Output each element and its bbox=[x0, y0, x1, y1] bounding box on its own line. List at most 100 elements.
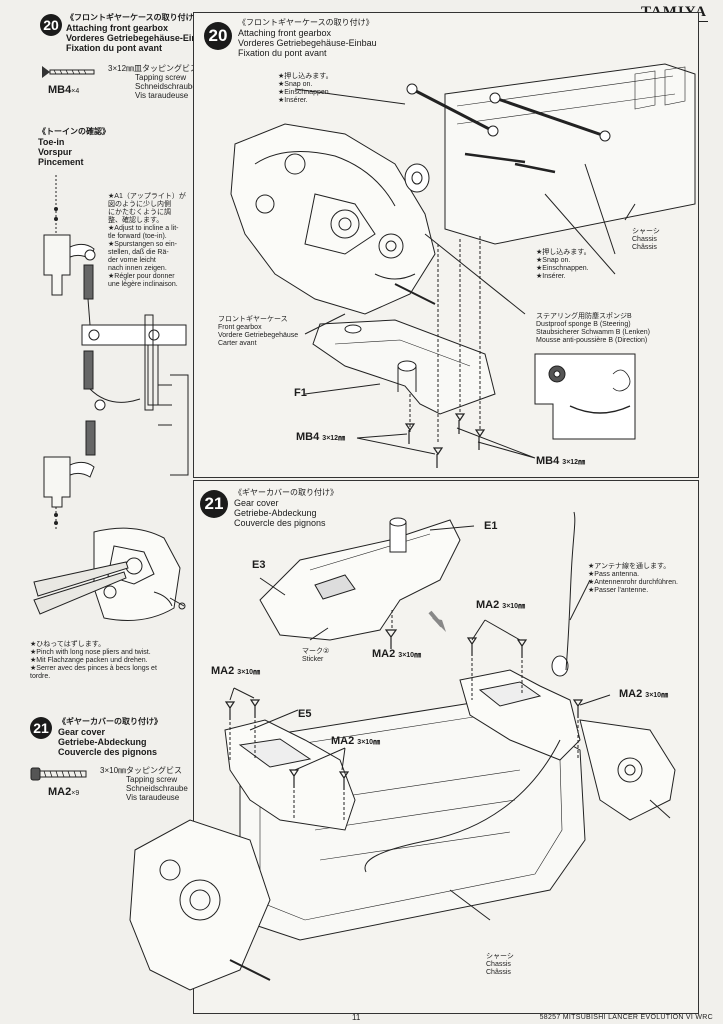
page-number: 11 bbox=[352, 1013, 361, 1022]
panel21-title-en: Gear cover bbox=[234, 498, 279, 508]
panel20-mb4-left: MB4 3×12㎜ bbox=[296, 431, 345, 443]
part-e3-label: E3 bbox=[252, 559, 266, 571]
panel21-ma2-right: MA2 3×10㎜ bbox=[619, 688, 668, 700]
panel21-ma2-center: MA2 3×10㎜ bbox=[372, 648, 421, 660]
antenna-note-fr: ★Passer l'antenne. bbox=[588, 587, 649, 594]
footer-model-title: 58257 MITSUBISHI LANCER EVOLUTION VI WRC bbox=[539, 1014, 713, 1021]
panel21-ma2-center-dim: 3×10㎜ bbox=[398, 652, 422, 659]
toe-in-title: 《トーインの確認》 Toe-in Vorspur Pincement bbox=[38, 127, 110, 167]
panel21-ma2-top: MA2 3×10㎜ bbox=[476, 599, 525, 611]
panel21-chassis-jp: シャーシ bbox=[486, 953, 514, 960]
panel20-sponge-fr: Mousse anti-poussière B (Direction) bbox=[536, 337, 648, 344]
panel20-title-jp: 《フロントギヤーケースの取り付け》 bbox=[238, 18, 374, 27]
panel20-mb4-left-dim: 3×12㎜ bbox=[322, 435, 346, 442]
panel20-sponge-de: Staubsicherer Schwamm B (Lenken) bbox=[536, 329, 650, 336]
toe-in-note-fr-0: ★Régler pour donner bbox=[108, 273, 175, 280]
left-step21-title: 《ギヤーカバーの取り付け》 Gear cover Getriebe-Abdeck… bbox=[58, 717, 162, 757]
left-mb4-desc: 3×12㎜皿タッピングビス Tapping screw Schneidschra… bbox=[108, 64, 198, 100]
left-step20-title-de: Vorderes Getriebegehäuse-Einbau bbox=[66, 33, 213, 43]
panel21-ma2-left: MA2 3×10㎜ bbox=[211, 665, 260, 677]
sticker-label: マーク② Sticker bbox=[302, 648, 329, 664]
panel21-ma2-center-code: MA2 bbox=[372, 648, 396, 660]
panel20-snap-on-top-fr: ★Insérer. bbox=[278, 97, 308, 104]
panel20-chassis-en: Chassis bbox=[632, 236, 657, 243]
panel20-gearbox-fr: Carter avant bbox=[218, 340, 257, 347]
panel20-gearbox-label: フロントギヤーケース Front gearbox Vordere Getrieb… bbox=[218, 316, 298, 348]
pliers-note-fr-1: tordre. bbox=[30, 673, 51, 680]
panel20-sponge-label: ステアリング用防塵スポンジB Dustproof sponge B (Steer… bbox=[536, 313, 650, 345]
mb4-screw-icon bbox=[42, 66, 100, 78]
left-step21-title-jp: 《ギヤーカバーの取り付け》 bbox=[58, 717, 162, 726]
toe-in-title-fr: Pincement bbox=[38, 157, 84, 167]
toe-in-note-de-1: stellen, daß die Rä- bbox=[108, 249, 169, 256]
toe-in-note-en-1: tle forward (toe-in). bbox=[108, 233, 167, 240]
left-ma2-desc-en: Tapping screw bbox=[126, 775, 178, 784]
left-ma2-desc: 3×10㎜タッピングビス Tapping screw Schneidschrau… bbox=[100, 766, 188, 802]
left-mb4-code: MB4 bbox=[48, 84, 72, 96]
panel20-title-en: Attaching front gearbox bbox=[238, 28, 332, 38]
left-mb4-desc-en: Tapping screw bbox=[135, 73, 187, 82]
left-ma2-desc-fr: Vis taraudeuse bbox=[126, 793, 180, 802]
panel21-ma2-right-dim: 3×10㎜ bbox=[645, 692, 669, 699]
panel21-step-badge: 21 bbox=[200, 490, 228, 518]
panel20-snap-on-right-de: ★Einschnappen. bbox=[536, 265, 589, 272]
pliers-note-en: ★Pinch with long nose pliers and twist. bbox=[30, 649, 151, 656]
panel20-snap-on-right: ★押し込みます。 ★Snap on. ★Einschnappen. ★Insér… bbox=[536, 249, 591, 281]
panel21-chassis-label: シャーシ Chassis Châssis bbox=[486, 953, 514, 977]
panel20-snap-on-top-jp: ★押し込みます。 bbox=[278, 73, 333, 80]
panel20-chassis-jp: シャーシ bbox=[632, 228, 660, 235]
panel20-chassis-label: シャーシ Chassis Châssis bbox=[632, 228, 660, 252]
panel20-gearbox-de: Vordere Getriebegehäuse bbox=[218, 332, 299, 339]
panel21-ma2-left-dim: 3×10㎜ bbox=[237, 669, 261, 676]
toe-in-note-de-3: nach innen zeigen. bbox=[108, 265, 167, 272]
left-ma2-desc-jp: 3×10㎜タッピングビス bbox=[100, 766, 183, 775]
toe-in-note-de-0: ★Spurstangen so ein- bbox=[108, 241, 177, 248]
panel20-snap-on-top-en: ★Snap on. bbox=[278, 81, 313, 88]
sticker-label-jp: マーク② bbox=[302, 648, 330, 655]
antenna-note-jp: ★アンテナ線を通します。 bbox=[588, 563, 671, 570]
left-step20-title-fr: Fixation du pont avant bbox=[66, 43, 162, 53]
panel20-title: 《フロントギヤーケースの取り付け》 Attaching front gearbo… bbox=[238, 18, 377, 58]
toe-in-title-en: Toe-in bbox=[38, 137, 65, 147]
ma2-screw-icon bbox=[30, 766, 92, 782]
panel20-mb4-left-code: MB4 bbox=[296, 431, 320, 443]
panel20-gearbox-jp: フロントギヤーケース bbox=[218, 316, 288, 323]
toe-in-note-de-2: der vorne leicht bbox=[108, 257, 156, 264]
panel21-ma2-top-code: MA2 bbox=[476, 599, 500, 611]
panel20-title-de: Vorderes Getriebegehäuse-Einbau bbox=[238, 38, 377, 48]
panel20-title-fr: Fixation du pont avant bbox=[238, 48, 327, 58]
panel20-sponge-jp: ステアリング用防塵スポンジB bbox=[536, 313, 632, 320]
left-ma2-code: MA2 bbox=[48, 786, 72, 798]
toe-in-note-en-0: ★Adjust to incline a lit- bbox=[108, 225, 179, 232]
panel21-chassis-fr: Châssis bbox=[486, 969, 511, 976]
panel20-snap-on-right-fr: ★Insérer. bbox=[536, 273, 566, 280]
toe-in-note-jp-2: にかたむくように調 bbox=[108, 209, 171, 216]
toe-in-title-jp: 《トーインの確認》 bbox=[38, 127, 110, 136]
left-ma2-label: MA2×9 bbox=[48, 786, 79, 798]
toe-in-linkage-illustration bbox=[30, 175, 195, 530]
left-ma2-desc-de: Schneidschraube bbox=[126, 784, 188, 793]
pliers-note-jp: ★ひねってはずします。 bbox=[30, 641, 106, 648]
panel20-mb4-right-dim: 3×12㎜ bbox=[562, 459, 586, 466]
panel21-chassis-en: Chassis bbox=[486, 961, 511, 968]
panel20-snap-on-right-en: ★Snap on. bbox=[536, 257, 571, 264]
panel20-snap-on-top-de: ★Einschnappen. bbox=[278, 89, 331, 96]
panel20-snap-on-right-jp: ★押し込みます。 bbox=[536, 249, 591, 256]
panel21-title-de: Getriebe-Abdeckung bbox=[234, 508, 317, 518]
panel21-ma2-mid: MA2 3×10㎜ bbox=[331, 735, 380, 747]
panel20-sponge-en: Dustproof sponge B (Steering) bbox=[536, 321, 631, 328]
panel21-ma2-top-dim: 3×10㎜ bbox=[502, 603, 526, 610]
step-20-badge: 20 bbox=[40, 14, 62, 36]
toe-in-note-jp-3: 整、確認します。 bbox=[108, 217, 164, 224]
step-21-badge: 21 bbox=[30, 717, 52, 739]
toe-in-note: ★A1（アップライト）が 図のように少し内側 にかたむくように調 整、確認します… bbox=[108, 193, 186, 289]
panel20-mb4-right-code: MB4 bbox=[536, 455, 560, 467]
antenna-note: ★アンテナ線を通します。 ★Pass antenna. ★Antennenroh… bbox=[588, 563, 678, 595]
panel21-ma2-mid-dim: 3×10㎜ bbox=[357, 739, 381, 746]
panel20-mb4-right: MB4 3×12㎜ bbox=[536, 455, 585, 467]
antenna-note-en: ★Pass antenna. bbox=[588, 571, 640, 578]
toe-in-note-fr-1: une légère inclinaison. bbox=[108, 281, 178, 288]
pliers-note-fr-0: ★Serrer avec des pinces à becs longs et bbox=[30, 665, 157, 672]
toe-in-note-jp-0: ★A1（アップライト）が bbox=[108, 193, 186, 200]
left-ma2-qty: ×9 bbox=[71, 790, 80, 797]
